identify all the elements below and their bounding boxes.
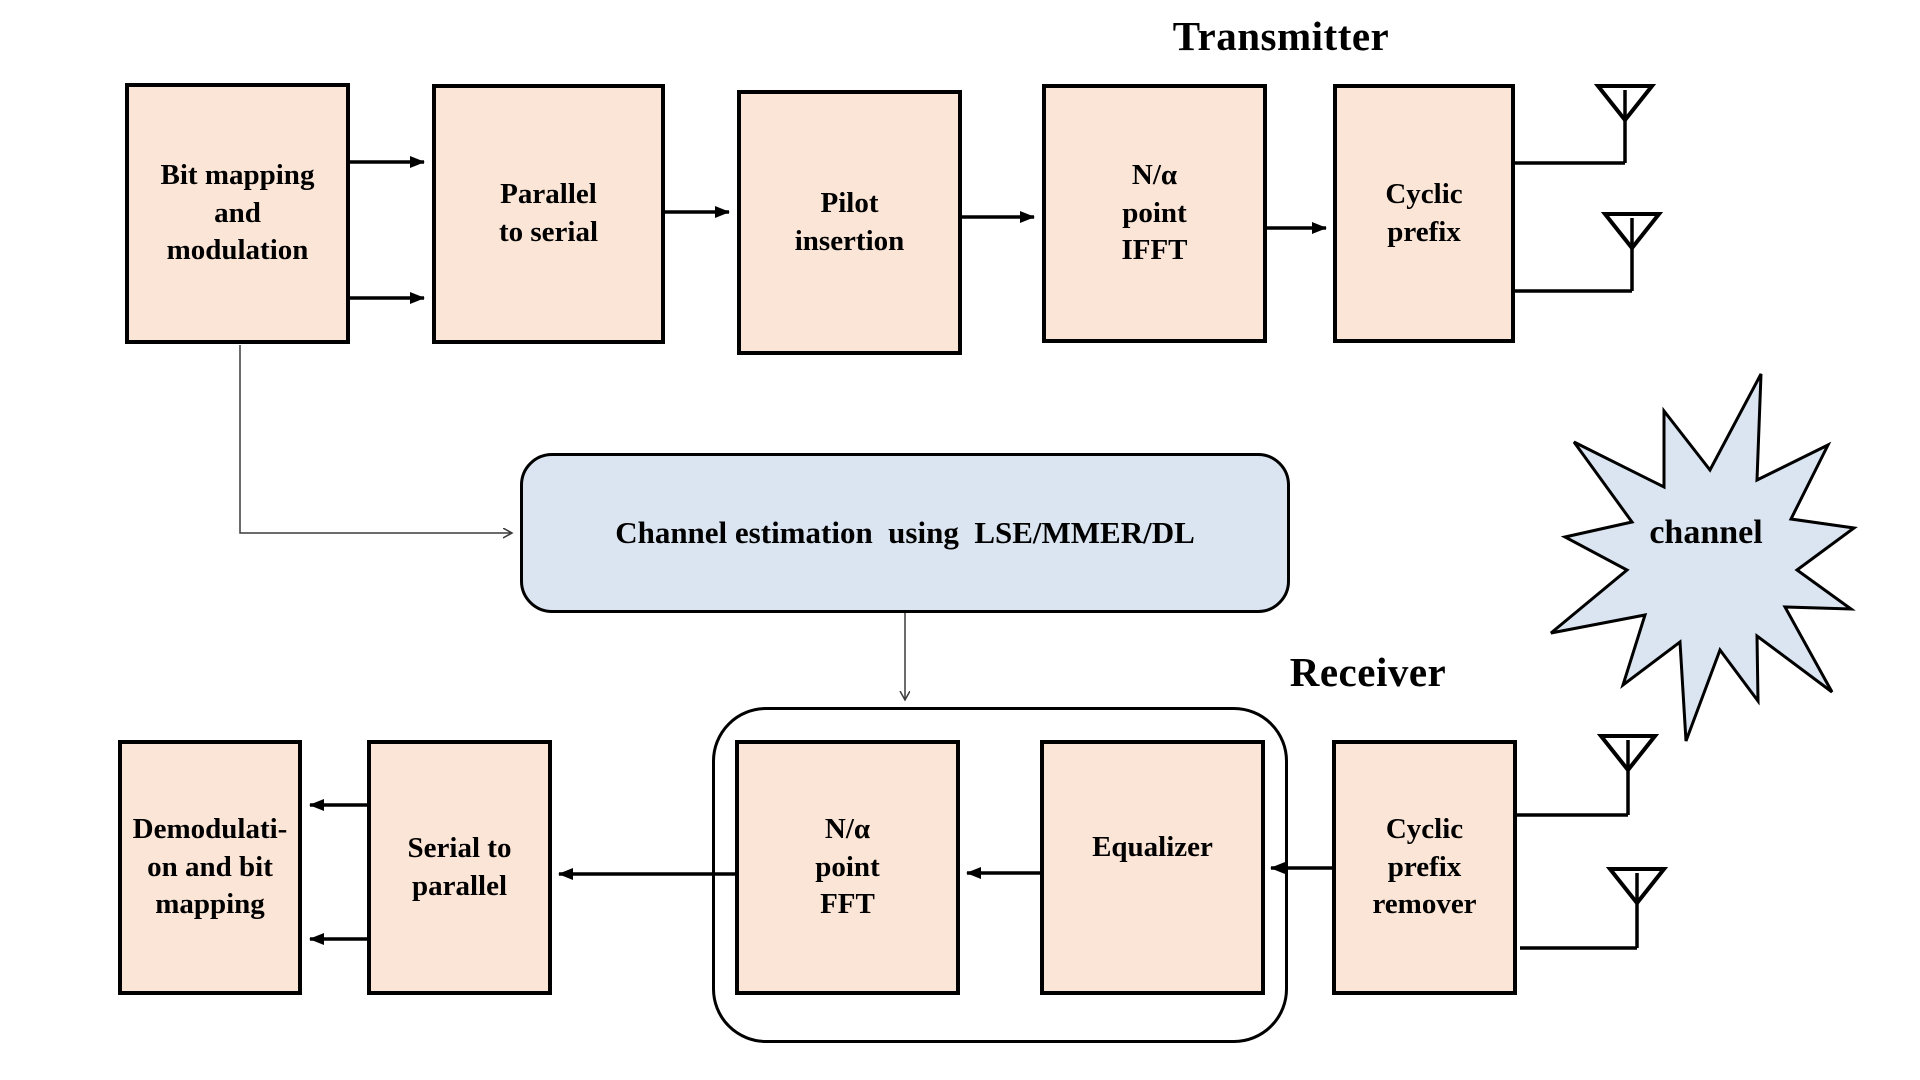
antenna-triangle <box>1596 734 1660 774</box>
starburst-shape <box>1550 373 1858 742</box>
block-cyclic-prefix: Cyclic prefix <box>1333 84 1515 343</box>
block-cyclic-prefix-remover: Cyclic prefix remover <box>1332 740 1517 995</box>
block-demodulation-bit-mapping: Demodulati- on and bit mapping <box>118 740 302 995</box>
antenna-triangle <box>1593 84 1657 124</box>
block-pilot-insertion: Pilot insertion <box>737 90 962 355</box>
line-bitmap-to-chest <box>239 345 512 533</box>
antenna-triangle <box>1605 867 1669 907</box>
tx-antenna-1-icon <box>1515 84 1657 165</box>
transmitter-title: Transmitter <box>1172 13 1390 59</box>
channel-burst: channel <box>1550 373 1858 742</box>
rx-antenna-2-icon <box>1520 867 1669 950</box>
block-fft: N/α point FFT <box>735 740 960 995</box>
channel-estimation-box: Channel estimation using LSE/MMER/DL <box>520 453 1290 613</box>
channel-label: channel <box>1649 514 1762 551</box>
block-serial-to-parallel: Serial to parallel <box>367 740 552 995</box>
receiver-title: Receiver <box>1289 649 1447 695</box>
block-equalizer: Equalizer <box>1040 740 1265 995</box>
rx-antenna-1-icon <box>1517 734 1660 817</box>
tx-antenna-2-icon <box>1515 212 1664 293</box>
antenna-triangle <box>1600 212 1664 252</box>
block-bit-mapping-modulation: Bit mapping and modulation <box>125 83 350 344</box>
block-ifft: N/α point IFFT <box>1042 84 1267 343</box>
block-parallel-to-serial: Parallel to serial <box>432 84 665 344</box>
